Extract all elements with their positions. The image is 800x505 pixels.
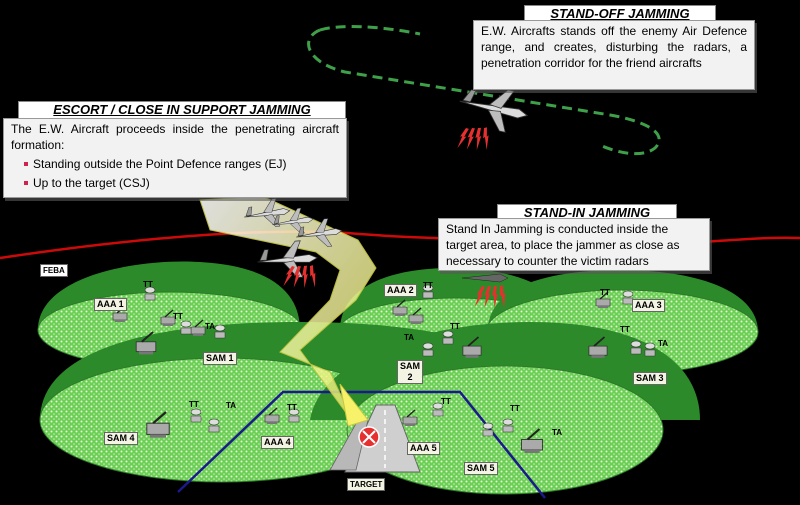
standin-drone [461,273,509,309]
sam4-label: SAM 4 [104,432,138,445]
standin-description: Stand In Jamming is conducted inside the… [438,218,710,271]
sam1-label: SAM 1 [203,352,237,365]
ta-tag: TA [658,339,669,348]
ta-tag: TA [404,333,415,342]
feba-label: FEBA [40,264,68,277]
target-runway [329,404,421,473]
standin-title: STAND-IN JAMMING [497,204,677,222]
sam3-label: SAM 3 [633,372,667,385]
escort-description: The E.W. Aircraft proceeds inside the pe… [3,118,347,198]
sam2-label: SAM 2 [397,360,423,384]
tt-tag: TT [189,400,199,409]
tt-tag: TT [441,397,451,406]
standoff-aircraft [454,80,533,151]
tt-tag: TT [620,325,630,334]
standoff-description: E.W. Aircrafts stands off the enemy Air … [473,20,755,90]
ta-tag: TA [226,401,237,410]
tt-tag: TT [423,281,433,290]
aaa2-label: AAA 2 [384,284,417,297]
tt-tag: TT [450,322,460,331]
penetration-corridor [177,390,546,499]
tt-tag: TT [143,280,153,289]
target-label: TARGET [347,478,386,491]
escort-title: ESCORT / CLOSE IN SUPPORT JAMMING [18,101,346,119]
aaa4-label: AAA 4 [261,436,294,449]
tt-tag: TT [510,404,520,413]
aaa1-label: AAA 1 [94,298,127,311]
ta-tag: TA [552,428,563,437]
sam5-label: SAM 5 [464,462,498,475]
tt-tag: TT [287,403,297,412]
tt-tag: TT [173,312,183,321]
escort-bullet-ej: Standing outside the Point Defence range… [23,156,339,172]
aaa3-label: AAA 3 [632,299,665,312]
escort-bullet-csj: Up to the target (CSJ) [23,175,339,191]
standoff-orbit [307,28,661,156]
escort-jamming-path [199,195,377,427]
tt-tag: TT [600,288,610,297]
ta-tag: TA [205,322,216,331]
escort-intro: The E.W. Aircraft proceeds inside the pe… [11,122,339,152]
aaa5-label: AAA 5 [407,442,440,455]
